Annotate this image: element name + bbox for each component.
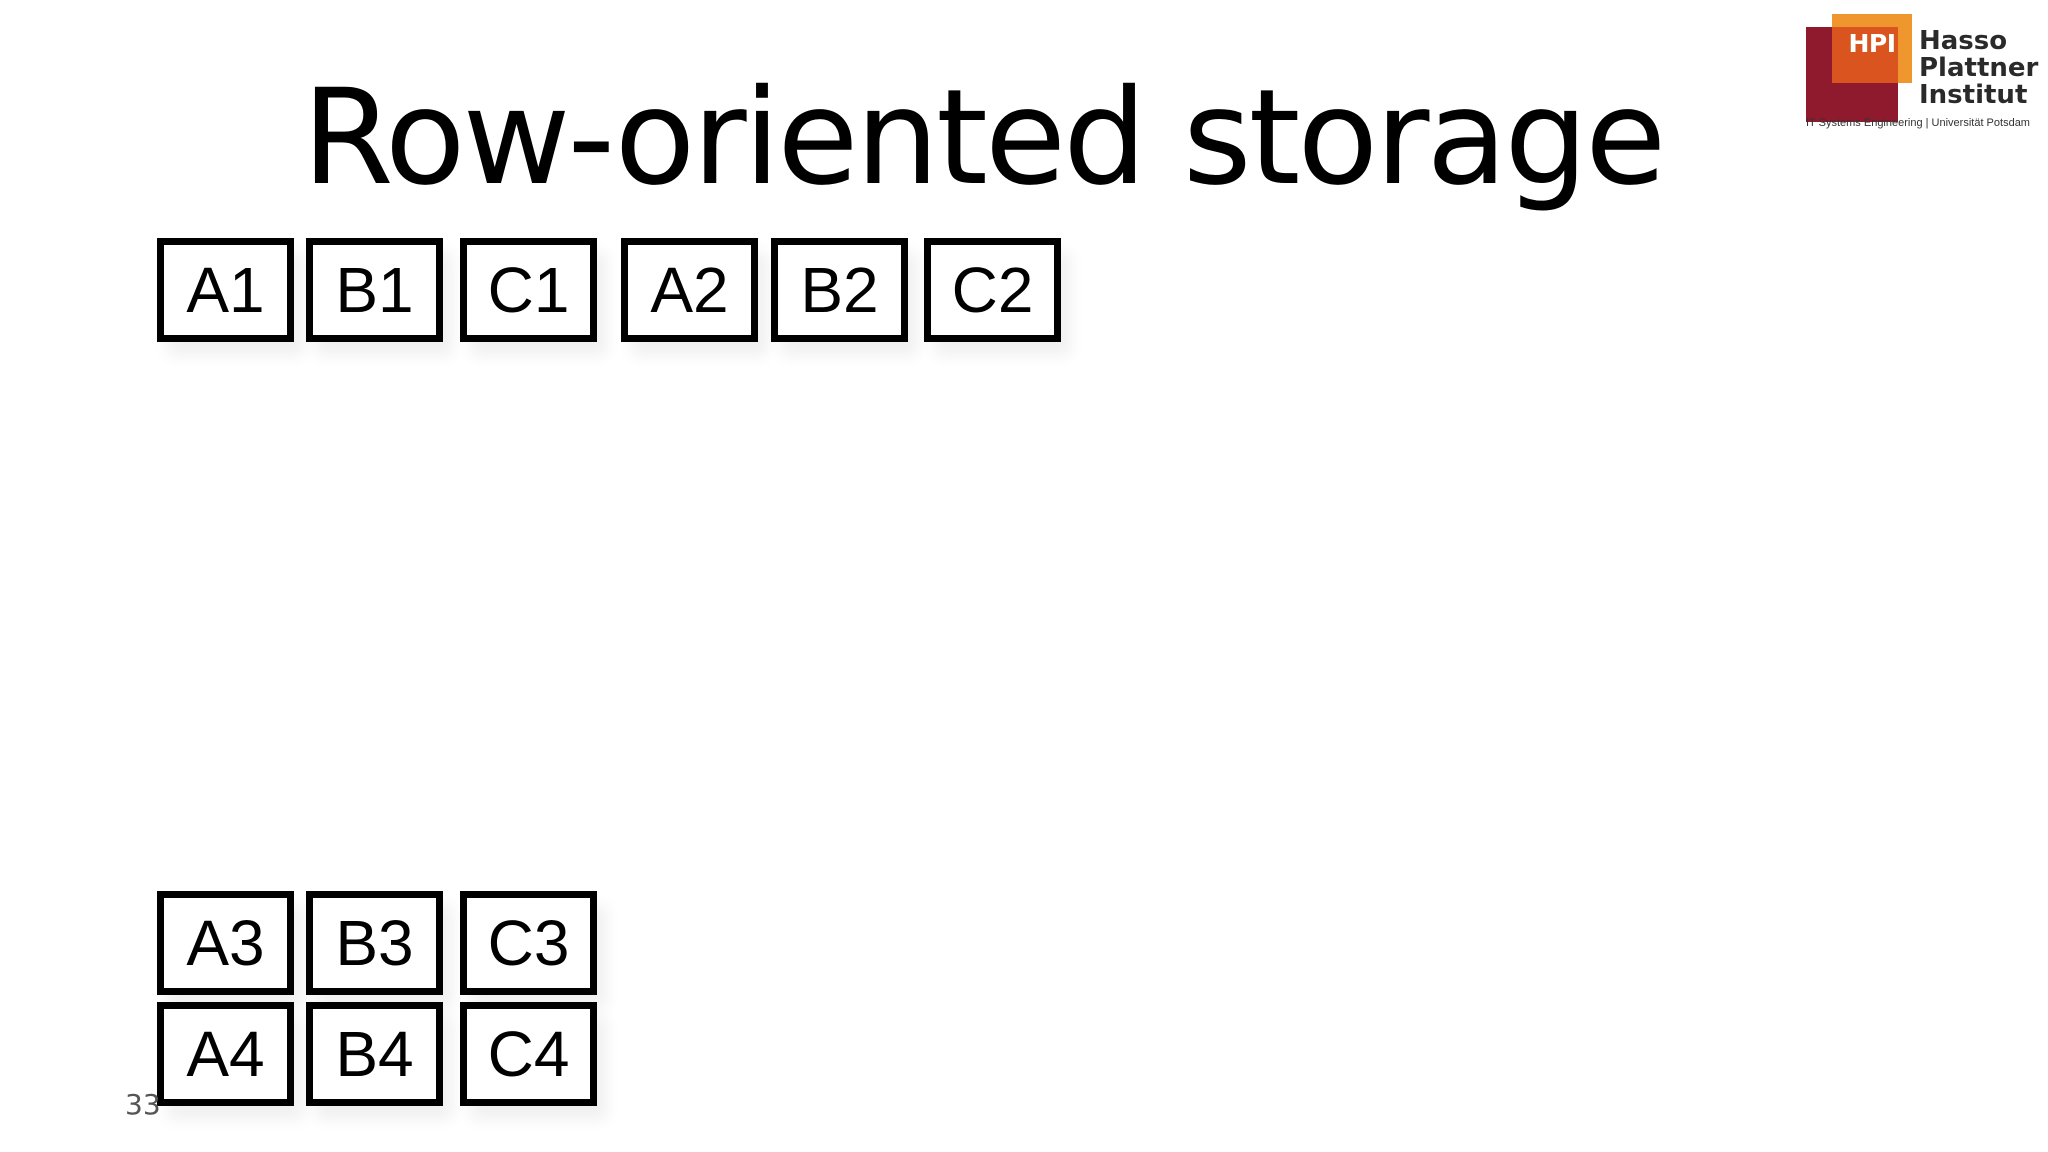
- storage-cell: A4: [157, 1002, 294, 1106]
- logo-name-line3: Institut: [1919, 80, 2028, 110]
- storage-cell: B1: [306, 238, 443, 342]
- storage-cell: B2: [771, 238, 908, 342]
- logo-institute-name: Hasso Plattner Institut: [1919, 28, 2038, 109]
- storage-cell: C2: [924, 238, 1061, 342]
- storage-cell: B3: [306, 891, 443, 995]
- storage-cell: A2: [621, 238, 758, 342]
- hpi-logo: HPI Hasso Plattner Institut IT Systems E…: [1806, 14, 2042, 134]
- storage-cell: C4: [460, 1002, 597, 1106]
- logo-tagline: IT Systems Engineering | Universität Pot…: [1806, 117, 2030, 129]
- logo-name-line2: Plattner: [1919, 53, 2039, 83]
- logo-name-line1: Hasso: [1919, 26, 2008, 56]
- logo-abbreviation: HPI: [1848, 29, 1896, 58]
- storage-cell: C3: [460, 891, 597, 995]
- storage-cell: B4: [306, 1002, 443, 1106]
- slide-number: 33: [125, 1088, 161, 1121]
- storage-cell: A1: [157, 238, 294, 342]
- storage-cell: C1: [460, 238, 597, 342]
- slide-title: Row-oriented storage: [302, 61, 1666, 215]
- logo-square-overlap: [1832, 27, 1898, 83]
- storage-cell: A3: [157, 891, 294, 995]
